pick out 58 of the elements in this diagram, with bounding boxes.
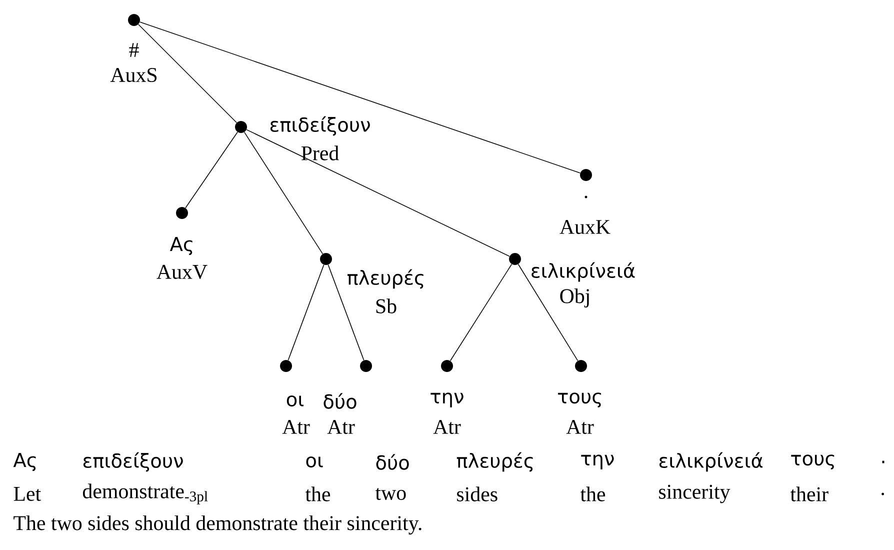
word-label: οι bbox=[286, 395, 304, 406]
tree-node bbox=[320, 253, 332, 265]
gloss-word: τους bbox=[791, 454, 834, 470]
function-label: Atr bbox=[566, 420, 594, 434]
word-label: τους bbox=[558, 392, 601, 408]
word-label: την bbox=[430, 392, 464, 408]
tree-node bbox=[580, 169, 592, 181]
gloss-word: επιδείξουν bbox=[83, 452, 183, 472]
function-label: Pred bbox=[301, 146, 339, 160]
gloss-word: the bbox=[305, 486, 330, 502]
gloss-word: . bbox=[882, 492, 884, 496]
word-label: δύο bbox=[324, 393, 356, 409]
tree-node bbox=[360, 360, 372, 372]
gloss-word: sincerity bbox=[659, 484, 730, 504]
function-label: Atr bbox=[433, 420, 461, 434]
tree-node bbox=[575, 360, 587, 372]
tree-edge bbox=[244, 132, 324, 254]
tree-node bbox=[235, 121, 247, 133]
gloss-word: demonstrate$_{-3pl}$ bbox=[82, 484, 208, 504]
tree-node bbox=[280, 360, 292, 372]
gloss-word: την bbox=[581, 454, 614, 470]
tree-edge bbox=[450, 264, 512, 362]
function-label: Sb bbox=[376, 298, 396, 314]
tree-edge bbox=[185, 132, 238, 208]
translation-sentence: The two sides should demonstrate their sincerity. bbox=[14, 515, 422, 534]
function-label: AuxV bbox=[156, 264, 208, 280]
gloss-word: sides bbox=[457, 486, 498, 502]
word-label: # bbox=[129, 43, 139, 57]
gloss-word: Ας bbox=[13, 452, 36, 472]
function-label: AuxK bbox=[560, 220, 610, 234]
gloss-word: Let bbox=[14, 487, 41, 501]
function-label: Obj bbox=[560, 288, 589, 308]
tree-node bbox=[441, 360, 453, 372]
gloss-word: their bbox=[790, 486, 828, 502]
tree-node bbox=[509, 253, 521, 265]
function-label: Atr bbox=[327, 420, 355, 434]
tree-edge bbox=[139, 22, 581, 174]
word-label: πλευρές bbox=[348, 269, 424, 289]
tree-node bbox=[128, 14, 140, 26]
function-label: AuxS bbox=[110, 68, 157, 82]
tree-edge bbox=[518, 264, 578, 362]
tree-edge bbox=[138, 24, 238, 123]
gloss-word: δύο bbox=[376, 454, 409, 470]
tree-edge bbox=[288, 264, 324, 361]
word-label: ειλικρίνειά bbox=[532, 262, 635, 282]
tree-node bbox=[176, 207, 188, 219]
gloss-word: . bbox=[882, 460, 884, 464]
tree-edge bbox=[328, 264, 364, 361]
word-label: επιδείξουν bbox=[270, 116, 370, 136]
function-label: Atr bbox=[282, 420, 310, 434]
gloss-word: ειλικρίνειά bbox=[659, 452, 763, 472]
word-label: . bbox=[584, 196, 588, 198]
gloss-word: two bbox=[375, 488, 406, 500]
tree-edge bbox=[246, 129, 510, 257]
gloss-word: the bbox=[580, 486, 606, 502]
gloss-word: οι bbox=[306, 456, 323, 468]
word-label: Ας bbox=[170, 236, 192, 256]
gloss-word: πλευρές bbox=[456, 452, 533, 472]
